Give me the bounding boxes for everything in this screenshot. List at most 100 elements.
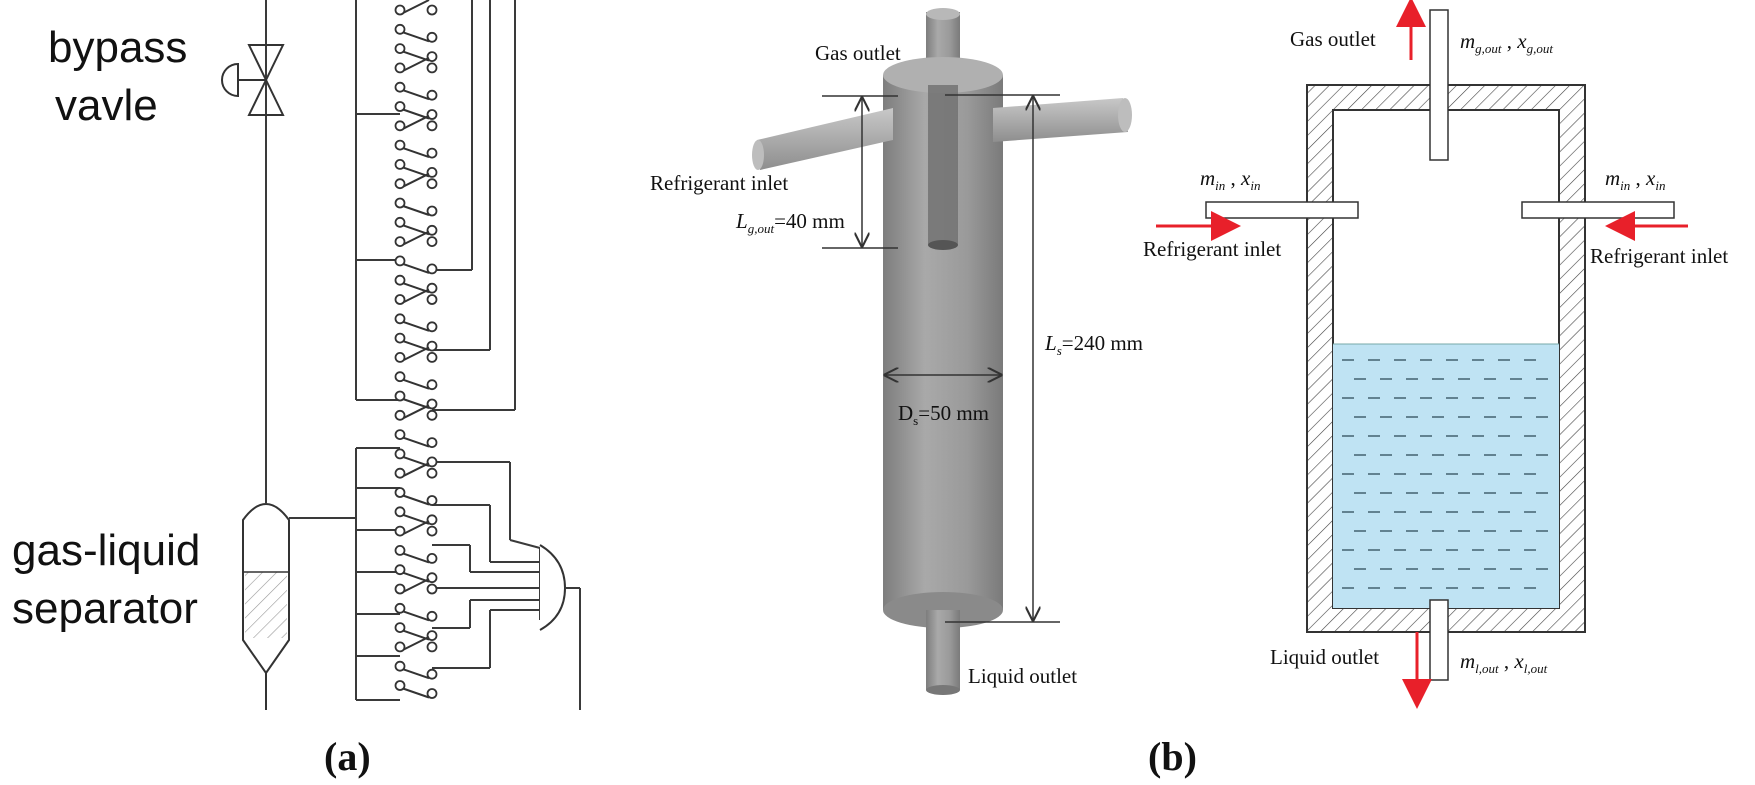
switch-node [426, 205, 438, 217]
switch-lever [402, 636, 430, 651]
switch-node [394, 274, 406, 286]
switch-lever [402, 89, 430, 101]
liquid-region [1333, 344, 1559, 608]
caption-b: (b) [1148, 734, 1197, 779]
switch-node [394, 236, 406, 248]
switch-node [426, 282, 438, 294]
switch-node [426, 553, 438, 564]
switch-node [394, 680, 406, 691]
switch-node [394, 390, 406, 402]
liquid-outlet-vars: ml,out , xl,out [1460, 649, 1548, 676]
right-inlet-vars: min , xin [1605, 166, 1666, 193]
panel-b-3d-model [752, 8, 1132, 695]
switch-node [426, 4, 438, 16]
switch-node [426, 610, 438, 622]
refrigerant-inlet-left: Refrigerant inlet [1143, 237, 1281, 261]
switch-node [426, 467, 438, 479]
switch-node [394, 545, 406, 556]
switch-node [426, 514, 438, 526]
switch-node [394, 255, 406, 267]
switch-node [426, 668, 438, 680]
switch-node [394, 158, 406, 170]
gas-outlet-label-schematic: Gas outlet [1290, 27, 1376, 51]
switch-node [394, 216, 406, 228]
switch-node [426, 51, 438, 62]
switch-node [394, 101, 406, 112]
switch-node [426, 147, 438, 159]
switch-node [426, 495, 438, 506]
switch-node [426, 224, 438, 236]
left-inlet-vars: min , xin [1200, 166, 1261, 193]
switch-node [426, 456, 438, 468]
switch-node [394, 429, 406, 441]
switch-node [426, 236, 438, 248]
switch-node [426, 409, 438, 421]
switch-node [394, 525, 406, 537]
switch-node [426, 120, 438, 132]
separator-label: separator [12, 584, 198, 633]
switch-node [394, 602, 406, 614]
switch-node [426, 109, 438, 120]
switch-node [394, 487, 406, 498]
panel-a-schematic [221, 0, 581, 710]
switch-node [394, 197, 406, 209]
switch-node [426, 572, 438, 584]
switch-lever [402, 172, 430, 188]
switch-lever [402, 610, 430, 622]
switch-lever [402, 230, 430, 246]
switch-node [394, 467, 406, 479]
switch-lever [402, 378, 430, 390]
switch-lever [402, 262, 430, 274]
bypass-label: bypass [48, 23, 187, 72]
switch-node [426, 178, 438, 190]
switch-node [426, 321, 438, 333]
switch-node [394, 4, 406, 16]
switch-node [394, 583, 406, 595]
switch-lever [402, 520, 430, 535]
switch-node [394, 448, 406, 460]
switch-lever [402, 404, 430, 420]
switch-node [426, 583, 438, 595]
switch-node [426, 688, 438, 699]
separator-icon [242, 503, 290, 710]
switch-node [394, 120, 406, 132]
switch-node [394, 139, 406, 151]
ls-dimension-label: Ls=240 mm [1044, 331, 1143, 358]
switch-node [426, 89, 438, 101]
refrigerant-inlet-label-3d: Refrigerant inlet [650, 171, 788, 195]
switch-lever [402, 205, 430, 216]
bypass-valve-icon [221, 44, 285, 116]
switch-node [394, 81, 406, 93]
switch-node [394, 564, 406, 576]
switch-node [394, 23, 406, 35]
switch-node [426, 294, 438, 305]
liquid-dashes [1342, 359, 1548, 589]
switch-node [426, 263, 438, 275]
switch-lever [402, 288, 430, 304]
switch-lever [402, 31, 430, 43]
gas-outlet-vars: mg,out , xg,out [1460, 29, 1553, 56]
gas-outlet-label-3d: Gas outlet [815, 41, 901, 65]
switch-node [426, 379, 438, 391]
switch-lever [402, 320, 430, 332]
switch-lever [402, 114, 430, 130]
switch-node [394, 660, 406, 672]
refrigerant-inlet-right: Refrigerant inlet [1590, 244, 1728, 268]
switch-lever [402, 147, 430, 159]
switch-node [426, 166, 438, 178]
switch-lever [402, 436, 430, 448]
switch-node [426, 525, 438, 537]
switch-node [394, 641, 406, 653]
switch-lever [402, 578, 430, 593]
switch-node [426, 641, 438, 653]
switch-node [394, 62, 406, 74]
switch-node [394, 351, 406, 363]
switch-node [394, 371, 406, 383]
switch-node [426, 351, 438, 363]
liquid-outlet-label-3d: Liquid outlet [968, 664, 1077, 688]
switch-node [394, 409, 406, 421]
switch-node [394, 622, 406, 633]
switch-lever [402, 494, 430, 506]
liquid-outlet-label-schematic: Liquid outlet [1270, 645, 1379, 669]
ds-dimension-label: Ds=50 mm [898, 401, 989, 428]
